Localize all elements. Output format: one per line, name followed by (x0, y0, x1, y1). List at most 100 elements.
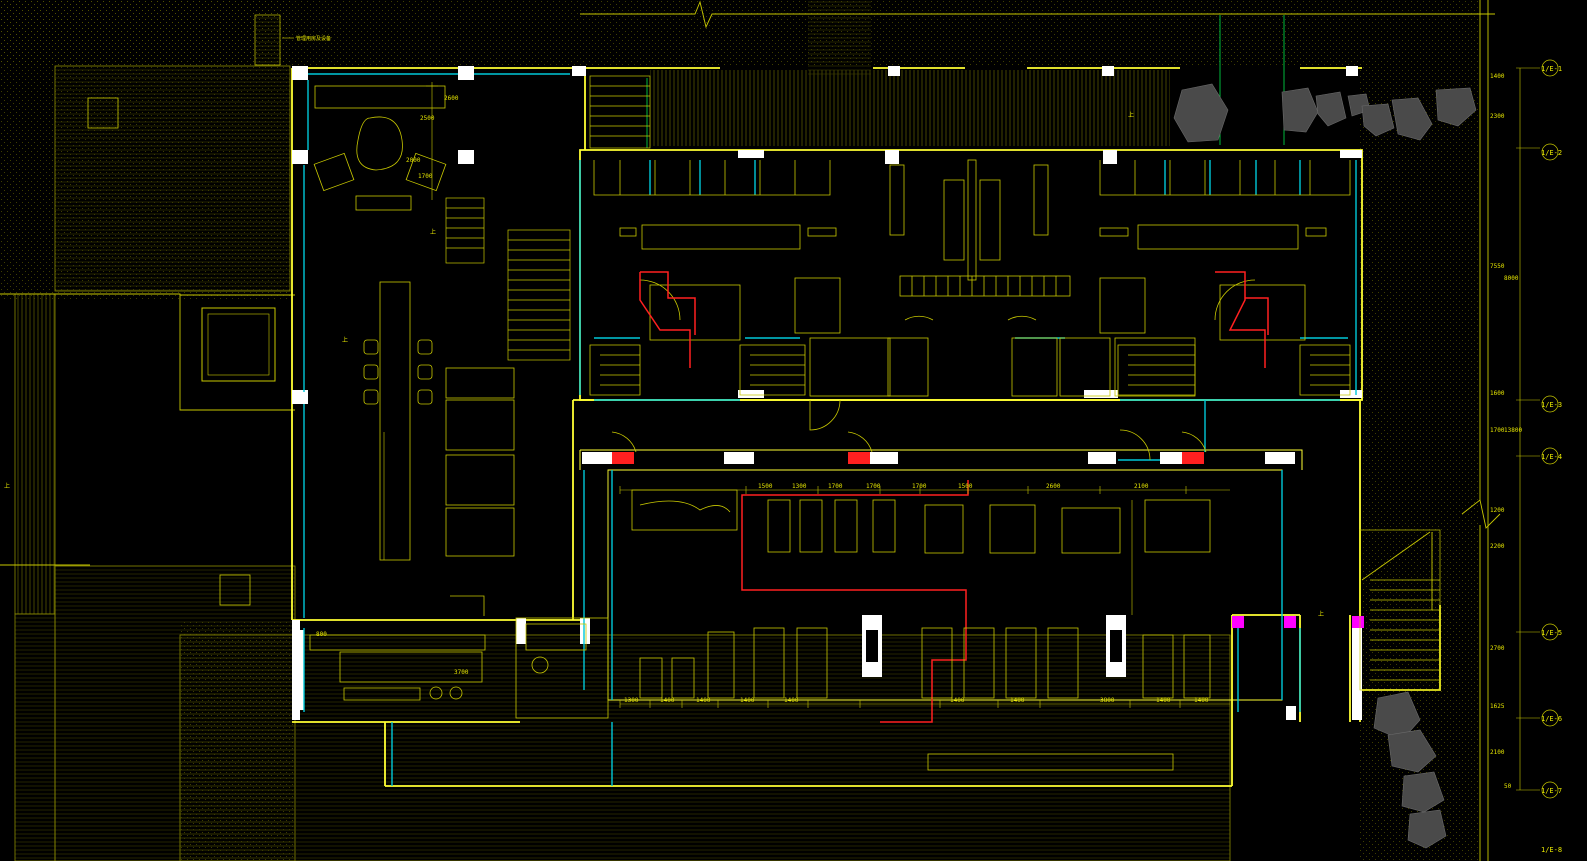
planter-3-inner (207, 313, 270, 376)
dim-upper: 2600 (1046, 483, 1061, 490)
stone (1373, 691, 1421, 741)
toilet-fixtures (589, 159, 1351, 461)
column (738, 390, 764, 398)
plank-strip-left (14, 293, 56, 615)
room-dim: 3700 (454, 669, 469, 676)
dim-upper: 2100 (1134, 483, 1149, 490)
stone (1401, 771, 1445, 813)
right-dim: 1400 (1490, 73, 1505, 80)
stair-mark: 上 (1318, 610, 1324, 618)
dim-lower: 1400 (740, 697, 755, 704)
stone (1387, 729, 1437, 773)
column (1286, 706, 1296, 720)
fire-lines (639, 271, 1269, 723)
stair-upper-left (589, 75, 651, 149)
right-dim: 7550 (1490, 263, 1505, 270)
column (458, 66, 474, 80)
axis-label: 1/E-7 (1541, 787, 1562, 795)
column (1088, 452, 1116, 464)
column (1103, 150, 1117, 164)
column (1102, 66, 1114, 76)
dim-upper: 1500 (958, 483, 973, 490)
room-dim: 1700 (418, 173, 433, 180)
wood-deck-left (54, 65, 291, 292)
annotations: 管理用房及设备 上 上 上 上 上 2000 2600 1700 2500 37… (4, 35, 1562, 854)
room-dim: 2000 (406, 157, 421, 164)
axis-label: 1/E-2 (1541, 149, 1562, 157)
left-wing-furniture (309, 85, 609, 719)
column (580, 618, 590, 644)
plank-strip-bottom-left (14, 613, 56, 861)
right-dim: 2200 (1490, 543, 1505, 550)
dim-upper: 1300 (792, 483, 807, 490)
right-dim: 1600 (1490, 390, 1505, 397)
column (458, 150, 474, 164)
wall-corridor-divider (579, 449, 1303, 470)
dim-upper: 1500 (758, 483, 773, 490)
column (292, 620, 300, 720)
right-dim: 2700 (1490, 645, 1505, 652)
wood-deck-bottom (179, 634, 1231, 861)
column (885, 150, 899, 164)
steps-top-center (808, 0, 871, 76)
column (582, 452, 612, 464)
dim-upper: 1700 (828, 483, 843, 490)
stone (1361, 103, 1395, 137)
right-dim: 1700 (1490, 427, 1505, 434)
stair-mark: 上 (430, 228, 436, 236)
axis-label: 1/E-1 (1541, 65, 1562, 73)
right-dim: 2300 (1490, 113, 1505, 120)
column (888, 66, 900, 76)
dim-upper: 1700 (912, 483, 927, 490)
stone (1391, 97, 1433, 141)
column (738, 150, 764, 158)
axis-label: 1/E-5 (1541, 629, 1562, 637)
stone (1173, 83, 1229, 143)
room-dim: 800 (316, 631, 327, 638)
dimension-lines (383, 67, 1540, 791)
column (1265, 452, 1295, 464)
stair-mark: 上 (4, 482, 10, 490)
lounge-table (314, 85, 446, 109)
boardwalk-top (650, 70, 1170, 146)
right-dim: 1200 (1490, 507, 1505, 514)
columns (292, 66, 1362, 720)
right-dim: 13800 (1504, 427, 1522, 434)
planter-3 (201, 307, 276, 382)
dim-lower: 1400 (1194, 697, 1209, 704)
planter-1 (87, 97, 119, 129)
column (292, 66, 308, 80)
magenta-markers (1232, 616, 1364, 628)
dim-lower: 1400 (1156, 697, 1171, 704)
axis-bubbles (1541, 59, 1559, 799)
dim-lower: 1300 (624, 697, 639, 704)
stepping-stones (1173, 83, 1477, 849)
stair-mark: 上 (1128, 111, 1134, 119)
wall-bottom-right (1231, 614, 1351, 786)
dim-upper: 1700 (866, 483, 881, 490)
glazing-lines (303, 73, 1357, 786)
dim-lower: 3800 (1100, 697, 1115, 704)
column (1340, 150, 1362, 158)
stone (1407, 809, 1447, 849)
right-dim: 2100 (1490, 749, 1505, 756)
column (1084, 390, 1118, 398)
axis-label: 1/E-3 (1541, 401, 1562, 409)
axis-label: 1/E-4 (1541, 453, 1562, 461)
bar-counter (379, 281, 411, 561)
break-line-top (580, 0, 1495, 29)
stair-mid (445, 197, 485, 264)
room-dim: 2500 (420, 115, 435, 122)
axis-label: 1/E-6 (1541, 715, 1562, 723)
stair-mark: 上 (342, 336, 348, 344)
column (572, 66, 586, 76)
dim-lower: 1400 (1010, 697, 1025, 704)
column (1340, 390, 1362, 398)
reception-desk (339, 651, 483, 683)
room-dim: 2600 (444, 95, 459, 102)
stone (1281, 87, 1319, 133)
site-landscape (0, 0, 1501, 861)
column (1346, 66, 1358, 76)
stair-main (507, 229, 571, 361)
